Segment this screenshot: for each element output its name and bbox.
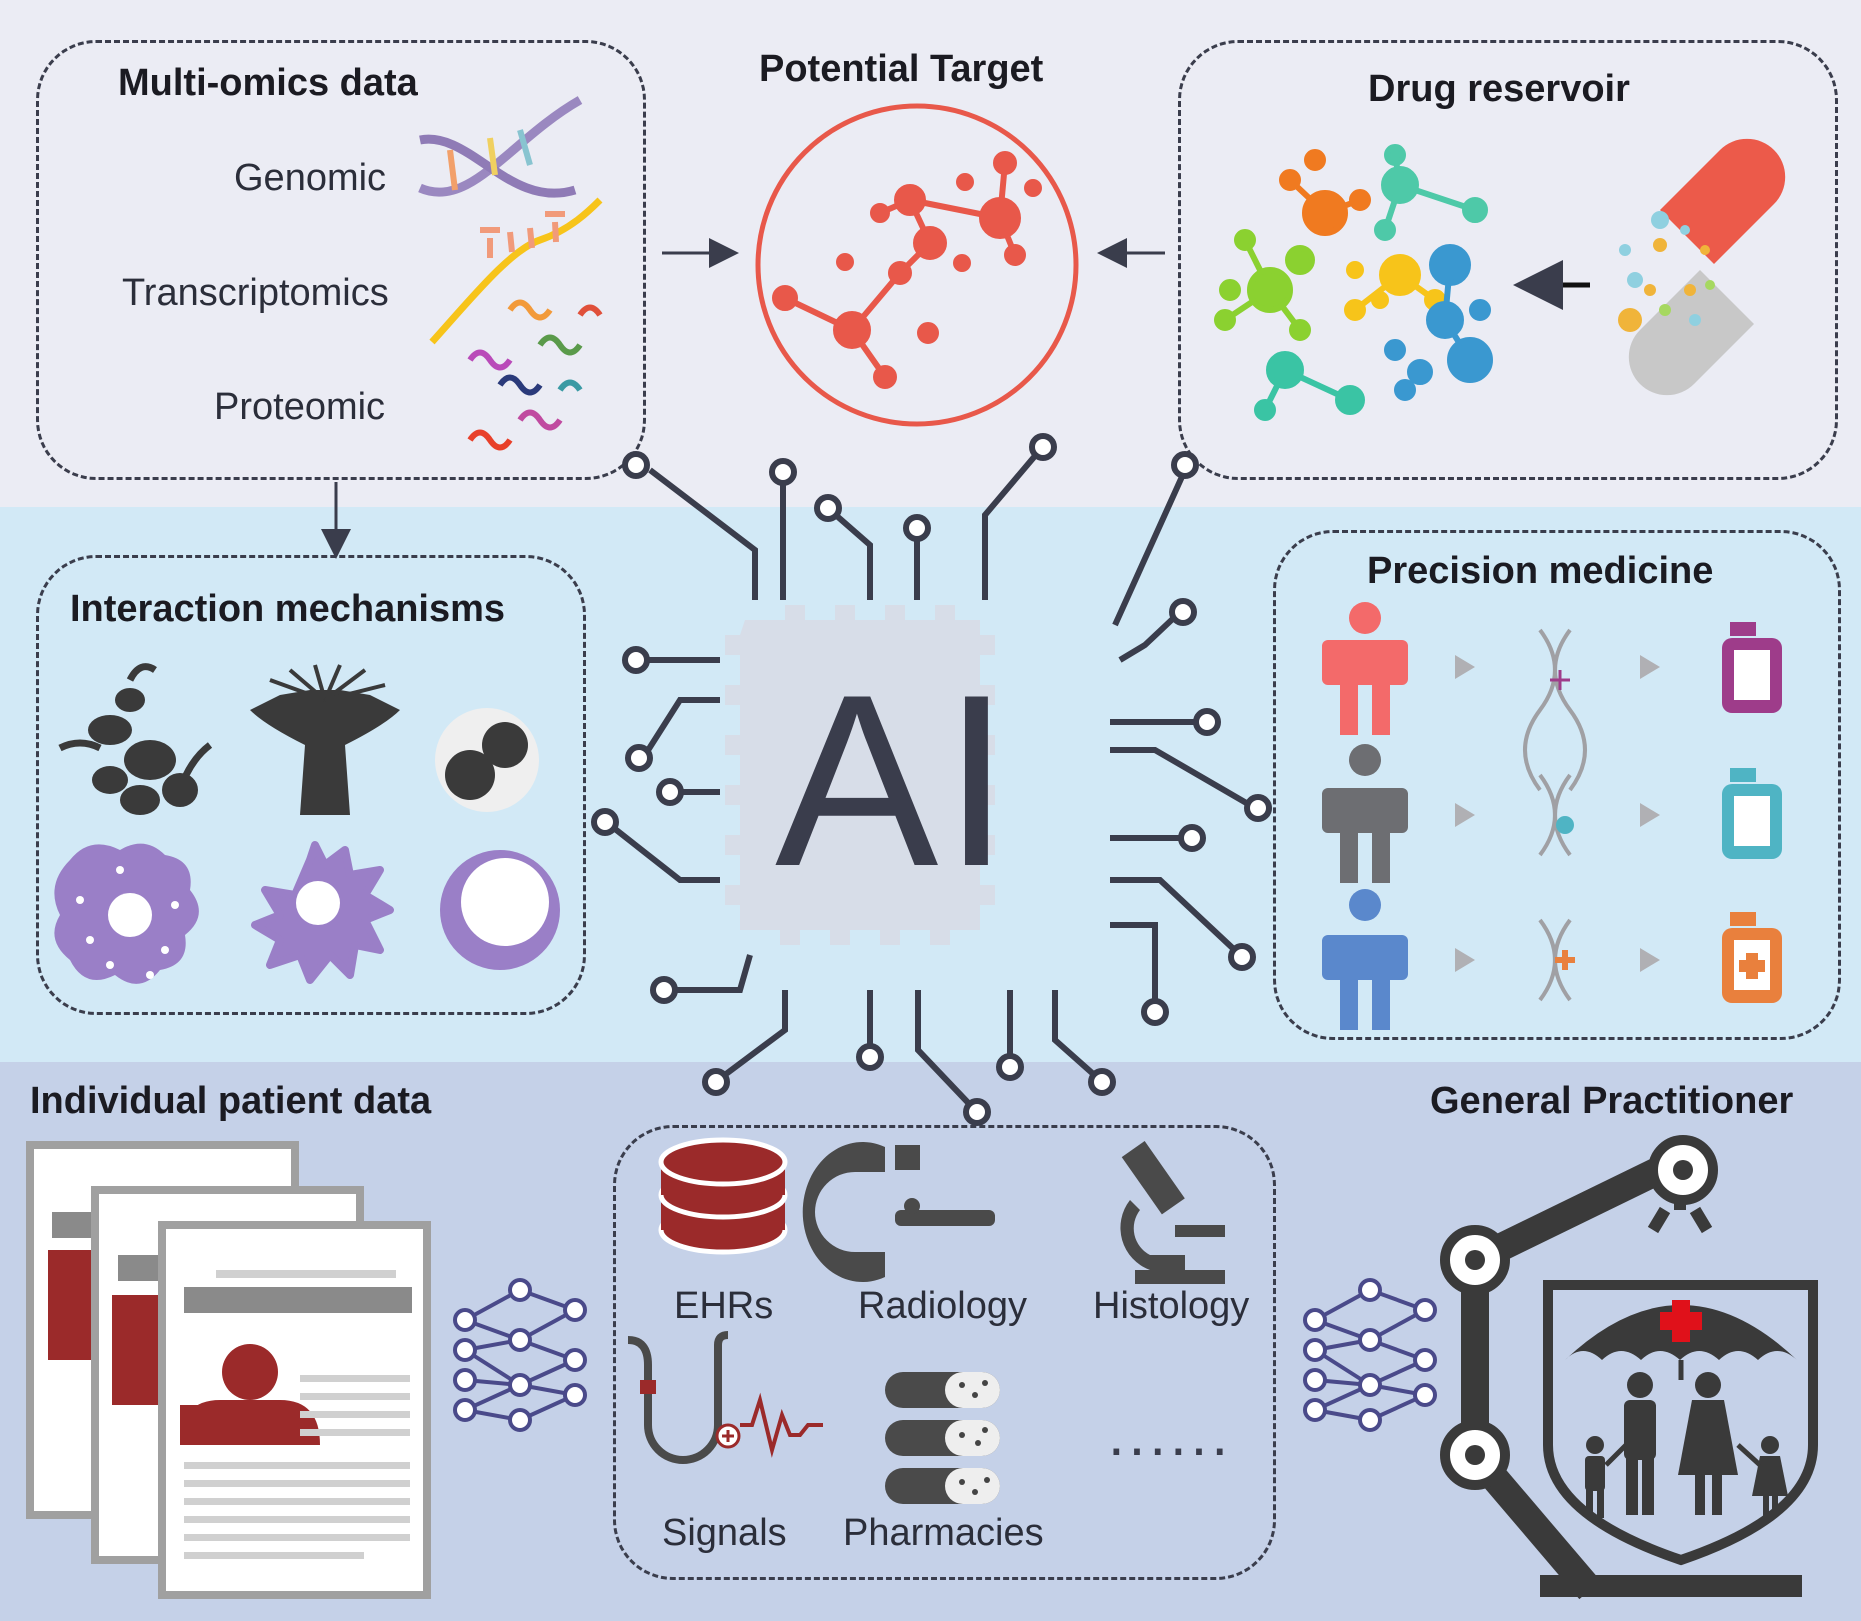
data-sources-panel bbox=[613, 1125, 1276, 1580]
interaction-title: Interaction mechanisms bbox=[70, 588, 506, 630]
potential-target-title: Potential Target bbox=[759, 48, 1044, 90]
pharmacy-pills-icon bbox=[885, 1372, 1000, 1504]
stethoscope-signal-icon bbox=[627, 1331, 823, 1464]
interaction-panel bbox=[36, 555, 586, 1015]
dendritic-cell-icon bbox=[251, 841, 394, 984]
source-radiology: Radiology bbox=[858, 1285, 1027, 1327]
gp-robot-icon bbox=[1440, 1135, 1818, 1600]
precision-title: Precision medicine bbox=[1367, 550, 1714, 592]
protein-icon bbox=[467, 299, 603, 451]
bacteria-icon bbox=[58, 663, 213, 815]
gp-title: General Practitioner bbox=[1430, 1080, 1794, 1122]
omics-item-transcriptomics: Transcriptomics bbox=[122, 272, 389, 314]
neural-network-left-icon bbox=[453, 1278, 587, 1432]
precision-rows bbox=[1322, 602, 1782, 1030]
fungus-icon bbox=[250, 664, 400, 815]
source-signals: Signals bbox=[662, 1512, 787, 1554]
bottle-purple-icon bbox=[1722, 622, 1782, 713]
patient-gray-icon bbox=[1322, 744, 1408, 883]
patient-pink-icon bbox=[1322, 602, 1408, 735]
drug-reservoir-title: Drug reservoir bbox=[1368, 68, 1630, 110]
neural-network-right-icon bbox=[1303, 1278, 1437, 1432]
omics-item-proteomic: Proteomic bbox=[214, 386, 386, 428]
bottle-teal-icon bbox=[1722, 768, 1782, 859]
radiology-scanner-icon bbox=[802, 1142, 995, 1282]
macrophage-icon bbox=[54, 843, 199, 984]
source-ellipsis: ...... bbox=[1108, 1401, 1233, 1468]
dividing-cell-icon bbox=[435, 708, 539, 812]
source-ehrs: EHRs bbox=[674, 1285, 774, 1327]
lymphocyte-icon bbox=[440, 850, 560, 970]
patient-documents-icon bbox=[26, 1141, 431, 1599]
rna-icon bbox=[429, 197, 603, 345]
ehr-database-icon bbox=[658, 1137, 788, 1255]
target-icon bbox=[755, 103, 1079, 427]
molecule-cluster-icon bbox=[1214, 144, 1493, 421]
ai-chip-icon bbox=[591, 433, 1272, 1126]
source-pharmacies: Pharmacies bbox=[843, 1512, 1044, 1554]
patient-blue-icon bbox=[1322, 889, 1408, 1030]
patient-data-title: Individual patient data bbox=[30, 1080, 432, 1122]
microscope-icon bbox=[1120, 1141, 1225, 1284]
drug-reservoir-panel bbox=[1178, 40, 1838, 480]
multi-omics-panel bbox=[36, 40, 646, 480]
bottle-orange-icon bbox=[1722, 912, 1782, 1003]
dna-icon bbox=[418, 96, 583, 198]
multi-omics-title: Multi-omics data bbox=[118, 62, 418, 104]
precision-panel bbox=[1273, 530, 1841, 1040]
omics-item-genomic: Genomic bbox=[234, 157, 387, 199]
source-histology: Histology bbox=[1093, 1285, 1250, 1327]
capsule-icon bbox=[1618, 138, 1786, 396]
ai-chip-label: AI bbox=[775, 643, 1015, 917]
